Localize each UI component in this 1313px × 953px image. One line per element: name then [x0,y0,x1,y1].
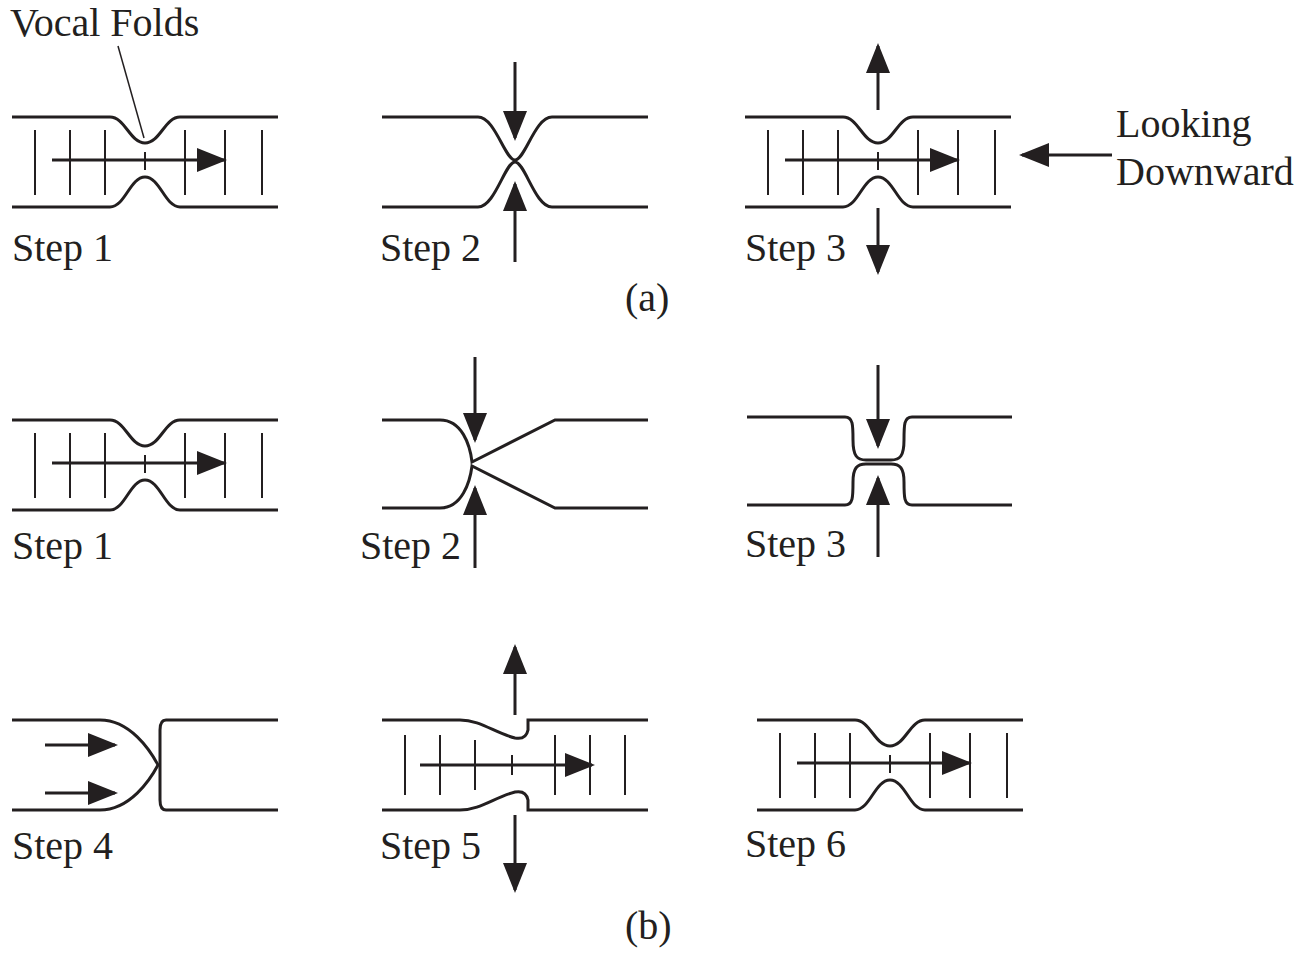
step-label: Step 2 [380,225,481,271]
step-label: Step 1 [12,225,113,271]
step-label: Step 5 [380,823,481,869]
step-label: Step 4 [12,823,113,869]
step-label: Step 2 [360,523,461,569]
step-label: Step 3 [745,225,846,271]
step-label: Step 6 [745,821,846,867]
part-name: Vocal Folds [10,0,199,46]
panel-label: (b) [625,903,672,949]
panel-label: (a) [625,275,669,321]
view-note: Looking Downward [1116,100,1308,196]
step-label: Step 1 [12,523,113,569]
step-label: Step 3 [745,521,846,567]
